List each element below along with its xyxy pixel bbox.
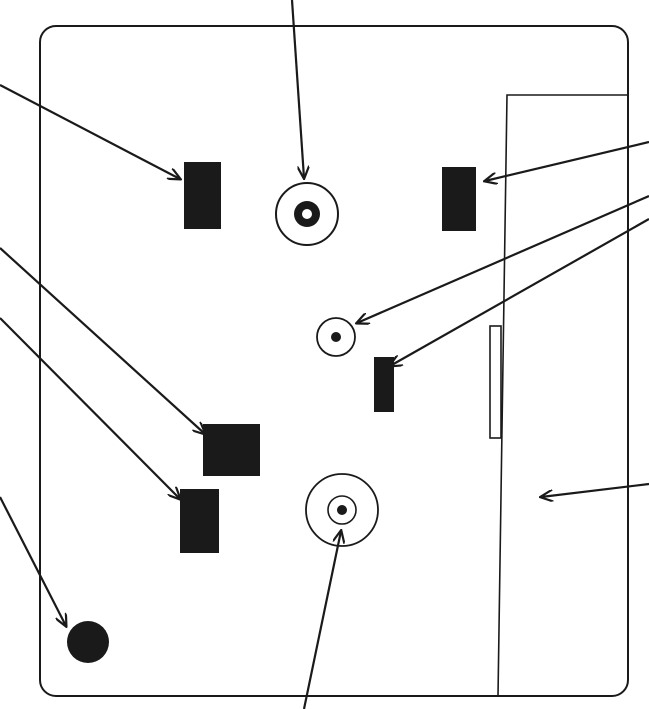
arrow-side-compartment: [541, 482, 649, 497]
arrow-bottom-dot: [0, 496, 66, 626]
center-small-rect-pad: [374, 357, 394, 412]
arrow-square-pad: [0, 247, 205, 434]
bottom-coaxial-connector: [305, 473, 379, 547]
bottom-left-dot: [67, 621, 109, 663]
arrow-top-right-pad: [485, 140, 649, 181]
center-square-pad: [203, 424, 260, 476]
panel-outline: [39, 25, 629, 697]
top-right-rect-pad: [442, 167, 476, 231]
arrow-center-connector: [357, 194, 649, 323]
top-left-rect-pad: [184, 162, 221, 229]
side-compartment: [497, 94, 628, 697]
arrow-top-left-pad: [0, 84, 180, 179]
lower-left-rect-pad: [180, 489, 219, 553]
arrow-lower-left-pad: [0, 317, 180, 499]
arrow-bottom-connector: [302, 531, 341, 709]
side-slot: [489, 325, 502, 439]
top-coaxial-connector: [275, 182, 339, 246]
center-small-connector: [316, 317, 356, 357]
arrow-top-connector: [290, 0, 304, 178]
arrow-center-small-pad: [390, 218, 649, 366]
